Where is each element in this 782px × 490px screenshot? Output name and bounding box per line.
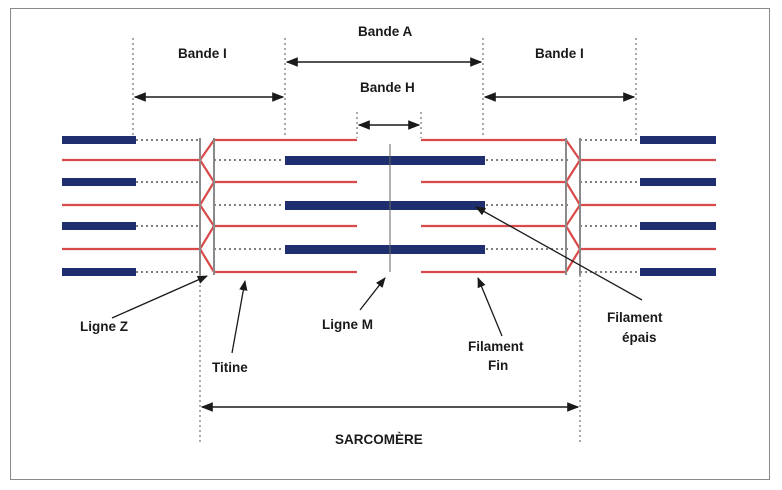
thick-filament bbox=[285, 201, 485, 210]
band-i-right-label: Bande I bbox=[535, 46, 584, 61]
thick-filament bbox=[62, 178, 136, 186]
pointer-arrows bbox=[111, 206, 643, 354]
thin-filament-label-line1: Filament bbox=[468, 339, 524, 354]
thick-filament bbox=[62, 136, 136, 144]
band-arrows bbox=[133, 57, 636, 412]
band-i-left-label: Bande I bbox=[178, 46, 227, 61]
z-line-right bbox=[564, 139, 582, 273]
thick-filament bbox=[640, 268, 716, 276]
guide-lines bbox=[132, 38, 637, 445]
thin-filament-label-line2: Fin bbox=[488, 358, 508, 373]
thin-filament-pointer bbox=[477, 277, 503, 337]
thick-filaments bbox=[62, 136, 716, 276]
titin-label: Titine bbox=[212, 360, 248, 375]
thick-filament-label-line2: épais bbox=[622, 330, 657, 345]
thick-filament bbox=[285, 156, 485, 165]
thick-filament-label-line1: Filament bbox=[607, 310, 663, 325]
thick-filament bbox=[640, 222, 716, 230]
sarcomere-label: SARCOMÈRE bbox=[335, 432, 423, 447]
dotted-lines bbox=[136, 139, 640, 273]
line-z-pointer bbox=[111, 275, 208, 319]
z-line-left bbox=[198, 139, 216, 273]
band-h-label: Bande H bbox=[360, 80, 415, 95]
z-lines bbox=[199, 138, 581, 275]
titin-pointer bbox=[231, 279, 248, 354]
band-a-label: Bande A bbox=[358, 24, 413, 39]
labels: Bande I Bande A Bande I Bande H Ligne Z … bbox=[80, 24, 663, 447]
thick-filament-pointer bbox=[475, 206, 643, 301]
line-z-label: Ligne Z bbox=[80, 319, 128, 334]
thick-filament bbox=[640, 178, 716, 186]
thick-filament bbox=[285, 245, 485, 254]
thick-filament bbox=[640, 136, 716, 144]
thick-filament bbox=[62, 268, 136, 276]
thick-filament bbox=[62, 222, 136, 230]
line-m-label: Ligne M bbox=[322, 317, 373, 332]
line-m-pointer bbox=[359, 277, 386, 311]
